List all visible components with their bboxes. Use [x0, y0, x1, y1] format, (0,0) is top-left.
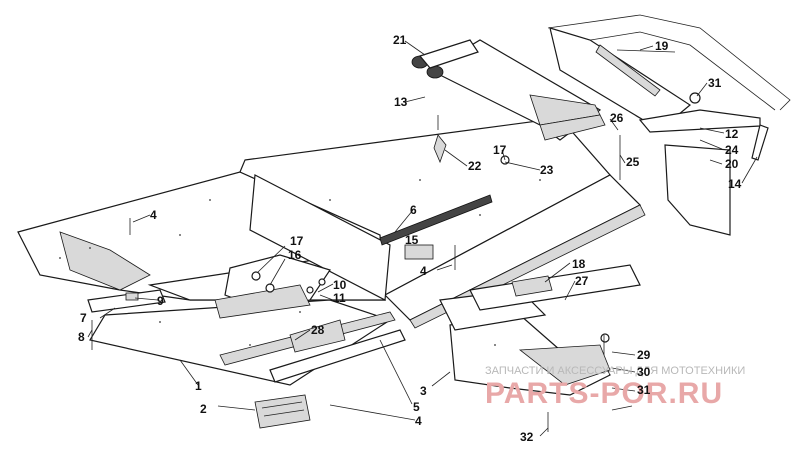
callout-19: 19 — [655, 39, 669, 53]
callout-4-upper: 4 — [420, 264, 427, 278]
callout-21: 21 — [393, 33, 407, 47]
callout-14: 14 — [728, 177, 742, 191]
reflector — [254, 394, 311, 429]
callout-22: 22 — [468, 159, 482, 173]
callout-18: 18 — [572, 257, 586, 271]
callout-26: 26 — [610, 111, 624, 125]
watermark-tagline: ЗАПЧАСТИ И АКСЕССУАРЫ ДЛЯ МОТОТЕХНИКИ — [485, 365, 745, 377]
seat-base-assembly — [411, 39, 606, 141]
cross-brace — [469, 264, 641, 311]
callout-17-right: 17 — [493, 143, 507, 157]
callout-3: 3 — [420, 384, 427, 398]
watermark-brand: PARTS-POR.RU — [485, 377, 723, 410]
callout-6: 6 — [410, 203, 417, 217]
callout-1: 1 — [195, 379, 202, 393]
callout-2: 2 — [200, 402, 207, 416]
callout-4-lower: 4 — [415, 414, 422, 428]
callout-10: 10 — [333, 278, 347, 292]
leader-lines — [87, 40, 758, 437]
callout-16: 16 — [288, 248, 302, 262]
center-mount-plate — [214, 254, 331, 319]
callout-24: 24 — [725, 143, 739, 157]
callout-32: 32 — [520, 430, 534, 444]
rear-bumper-frame — [547, 14, 791, 133]
callout-17-left: 17 — [290, 234, 304, 248]
callout-29: 29 — [637, 348, 651, 362]
callout-7: 7 — [80, 311, 87, 325]
callout-13: 13 — [394, 95, 408, 109]
callout-28: 28 — [311, 323, 325, 337]
decal-plate — [404, 244, 434, 260]
callout-30: 30 — [637, 365, 651, 379]
callout-12: 12 — [725, 127, 739, 141]
callout-5: 5 — [413, 400, 420, 414]
callout-31-bottom: 31 — [637, 383, 651, 397]
plate-pad — [289, 319, 346, 353]
callout-15: 15 — [405, 233, 419, 247]
callout-8-top: 4 — [150, 208, 157, 222]
watermark: ЗАПЧАСТИ И АКСЕССУАРЫ ДЛЯ МОТОТЕХНИКИ PA… — [485, 365, 745, 410]
callout-8-bottom: 8 — [78, 330, 85, 344]
callout-31-top: 31 — [708, 76, 722, 90]
callout-25: 25 — [626, 155, 640, 169]
callout-9: 9 — [157, 294, 164, 308]
callout-27: 27 — [575, 274, 589, 288]
callout-labels: 4 1 2 3 4 4 5 6 7 8 9 10 11 12 13 14 15 … — [78, 33, 742, 444]
side-rail-strip — [379, 194, 493, 246]
callout-20: 20 — [725, 157, 739, 171]
bumper-bracket — [87, 289, 166, 313]
surface-texture — [59, 179, 541, 346]
callout-23: 23 — [540, 163, 554, 177]
snow-flap — [664, 144, 731, 236]
callout-11: 11 — [333, 291, 346, 305]
